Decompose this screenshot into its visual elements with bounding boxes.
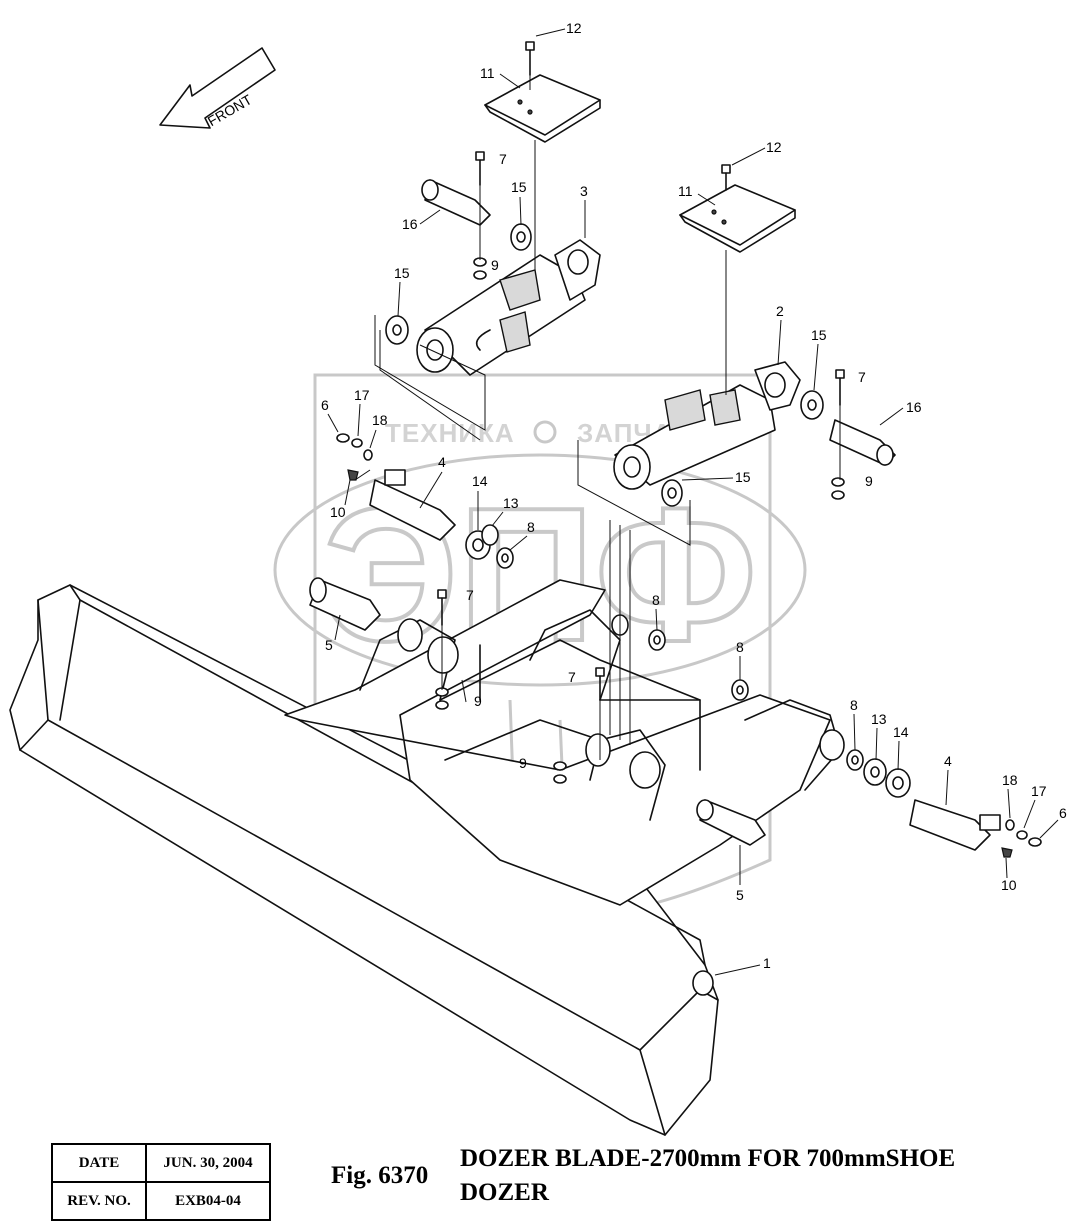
front-arrow-icon: FRONT: [159, 47, 276, 129]
callout-13: 13: [871, 711, 887, 727]
callout-10: 10: [1001, 877, 1017, 893]
callout-16: 16: [402, 216, 418, 232]
revision-info-table: DATE JUN. 30, 2004 REV. NO. EXB04-04: [51, 1143, 271, 1221]
callout-9: 9: [491, 257, 499, 273]
callout-18: 18: [372, 412, 388, 428]
dozer-frame: [284, 579, 845, 906]
cover-plates: [484, 74, 796, 253]
callout-8: 8: [652, 592, 660, 608]
svg-text:ТЕХНИКА: ТЕХНИКА: [385, 418, 515, 448]
callout-18: 18: [1002, 772, 1018, 788]
callout-4: 4: [438, 454, 446, 470]
rev-label: REV. NO.: [51, 1181, 147, 1221]
date-value: JUN. 30, 2004: [145, 1143, 271, 1183]
callout-16: 16: [906, 399, 922, 415]
rev-value: EXB04-04: [145, 1181, 271, 1221]
callout-11: 11: [480, 65, 495, 81]
callout-5: 5: [736, 887, 744, 903]
callout-12: 12: [566, 20, 582, 36]
dozer-blade: [9, 584, 719, 1136]
callout-6: 6: [1059, 805, 1067, 821]
svg-text:FRONT: FRONT: [205, 91, 255, 129]
callout-11: 11: [678, 183, 693, 199]
callout-15: 15: [511, 179, 527, 195]
callout-15: 15: [394, 265, 410, 281]
callout-3: 3: [580, 183, 588, 199]
callout-2: 2: [776, 303, 784, 319]
callout-9: 9: [474, 693, 482, 709]
callout-17: 17: [1031, 783, 1047, 799]
hydraulic-cylinder-3: [416, 239, 601, 376]
callout-9: 9: [519, 755, 527, 771]
leader-lines: [354, 75, 841, 760]
callout-15: 15: [735, 469, 751, 485]
bolts-and-nuts: [336, 41, 1042, 858]
callout-7: 7: [466, 587, 474, 603]
callout-5: 5: [325, 637, 333, 653]
callout-labels: 12 11 7 15 16 3 9 12 11 15 2 15 7 16 15 …: [321, 20, 1067, 976]
callout-12: 12: [766, 139, 782, 155]
callout-9: 9: [865, 473, 873, 489]
callout-7: 7: [499, 151, 507, 167]
callout-14: 14: [893, 724, 909, 740]
callout-1: 1: [763, 955, 771, 971]
callout-13: 13: [503, 495, 519, 511]
callout-15: 15: [811, 327, 827, 343]
figure-title-line-2: DOZER: [460, 1179, 549, 1206]
callout-8: 8: [736, 639, 744, 655]
callout-10: 10: [330, 504, 346, 520]
callout-14: 14: [472, 473, 488, 489]
hydraulic-cylinder-2: [613, 361, 801, 490]
figure-number: Fig. 6370: [331, 1162, 429, 1189]
callout-4: 4: [944, 753, 952, 769]
callout-8: 8: [850, 697, 858, 713]
date-label: DATE: [51, 1143, 147, 1183]
washers: [385, 223, 911, 798]
callout-8: 8: [527, 519, 535, 535]
callout-7: 7: [568, 669, 576, 685]
callout-7: 7: [858, 369, 866, 385]
pins: [309, 179, 1001, 851]
callout-6: 6: [321, 397, 329, 413]
figure-title-line-1: DOZER BLADE-2700mm FOR 700mmSHOE: [460, 1145, 956, 1172]
callout-17: 17: [354, 387, 370, 403]
